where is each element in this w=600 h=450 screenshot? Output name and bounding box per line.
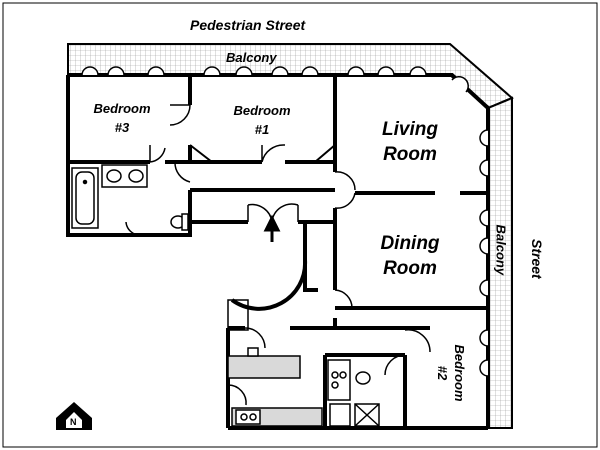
bedroom2-number: #2 (435, 365, 450, 381)
top-balcony-label: Balcony (226, 50, 277, 65)
bathtub (71, 167, 99, 229)
dining-room-line2: Room (383, 258, 437, 279)
street-label: Street (529, 239, 545, 279)
right-balcony-label: Balcony (493, 224, 509, 276)
kitchen (227, 347, 323, 427)
bedroom3-label: Bedroom #3 (90, 102, 154, 134)
bath-sinks (101, 164, 148, 188)
toilet (170, 213, 189, 231)
living-room-line2: Room (383, 144, 437, 165)
bedroom3-name: Bedroom (93, 101, 151, 116)
pedestrian-street-label: Pedestrian Street (190, 17, 306, 33)
compass-letter: N (70, 417, 77, 427)
window-bays-right (479, 129, 489, 377)
walls (66, 73, 490, 430)
bedroom1-number: #1 (254, 122, 270, 137)
bedroom3-number: #3 (114, 120, 130, 135)
closet (227, 299, 249, 331)
dining-room-line1: Dining (380, 233, 440, 254)
entry-arrow (263, 214, 281, 242)
dining-room-label: Dining Room (368, 234, 452, 278)
bedroom1-label: Bedroom #1 (226, 104, 298, 136)
bedroom2-label: Bedroom #2 (435, 336, 467, 410)
living-room-line1: Living (382, 119, 438, 140)
bedroom1-name: Bedroom (233, 103, 291, 118)
living-room-label: Living Room (368, 120, 452, 164)
compass-icon (56, 402, 92, 430)
bedroom2-name: Bedroom (452, 344, 467, 402)
window-bays-top (81, 66, 469, 93)
curved-wall (230, 259, 308, 311)
bath2-fixtures (327, 359, 380, 427)
